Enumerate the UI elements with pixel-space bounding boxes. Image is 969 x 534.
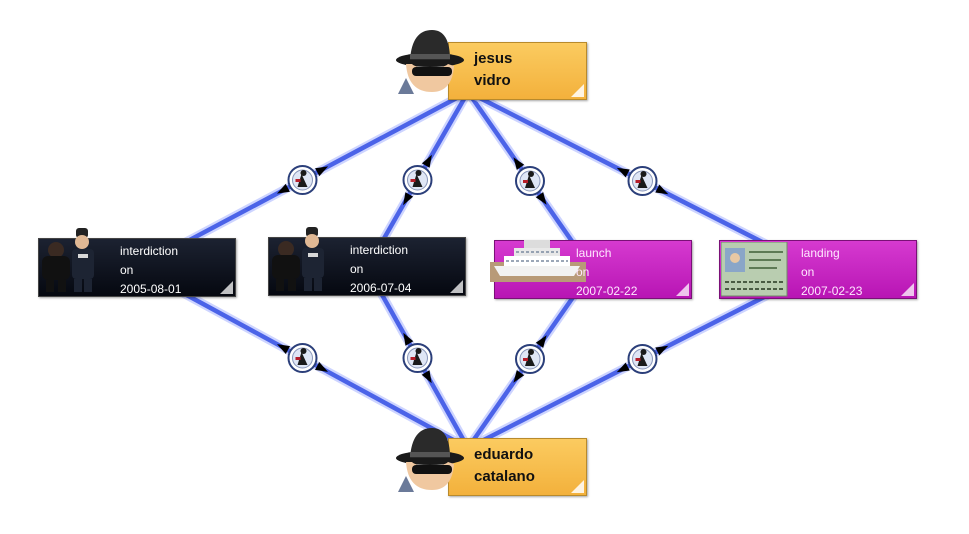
edge-arrow-icon xyxy=(276,183,290,194)
edge-arrow-icon xyxy=(535,335,547,348)
link-badge-icon[interactable] xyxy=(515,344,545,374)
link-badge-icon[interactable] xyxy=(287,165,318,195)
event-preposition: on xyxy=(576,265,590,279)
resize-corner-icon[interactable] xyxy=(450,280,463,293)
event-date: 2007-02-22 xyxy=(576,284,638,298)
edge-arrow-icon xyxy=(403,192,414,206)
person-card xyxy=(448,438,587,496)
node-jesus-vidro[interactable]: jesus vidro xyxy=(388,30,588,112)
event-card xyxy=(38,238,236,297)
edge-arrow-icon xyxy=(315,362,328,372)
event-label: landing on 2007-02-23 xyxy=(801,244,862,301)
resize-corner-icon[interactable] xyxy=(901,283,914,296)
event-date: 2007-02-23 xyxy=(801,284,863,298)
person-last-name: vidro xyxy=(474,72,511,89)
node-event-landing-2007[interactable]: landing on 2007-02-23 xyxy=(719,240,917,302)
spy-icon xyxy=(396,428,464,492)
link-badge-icon[interactable] xyxy=(515,166,545,196)
edge-arrow-icon xyxy=(315,166,329,177)
edge-arrow-icon xyxy=(403,332,414,346)
edge-arrow-icon xyxy=(655,184,669,195)
spy-icon xyxy=(396,30,464,94)
event-preposition: on xyxy=(120,263,134,277)
node-event-launch-2007[interactable]: launch on 2007-02-22 xyxy=(490,240,692,302)
link-badge-icon[interactable] xyxy=(627,166,658,196)
event-preposition: on xyxy=(350,262,364,276)
event-label: interdiction on 2006-07-04 xyxy=(350,241,411,298)
edge-arrow-icon xyxy=(535,192,547,205)
link-badge-icon[interactable] xyxy=(627,344,658,374)
person-label: jesus vidro xyxy=(474,48,512,92)
edge-arrow-icon xyxy=(421,370,432,384)
police-arrest-icon xyxy=(272,227,324,291)
link-badge-icon[interactable] xyxy=(402,343,433,373)
resize-corner-icon[interactable] xyxy=(571,480,584,493)
edge-arrow-icon xyxy=(616,362,630,373)
event-label: interdiction on 2005-08-01 xyxy=(120,242,181,299)
resize-corner-icon[interactable] xyxy=(571,84,584,97)
node-event-interdiction-2006[interactable]: interdiction on 2006-07-04 xyxy=(268,227,466,299)
passport-visa-icon xyxy=(721,242,788,297)
event-type: interdiction xyxy=(350,243,409,257)
person-card xyxy=(448,42,587,100)
event-type: launch xyxy=(576,246,612,260)
event-type: landing xyxy=(801,246,840,260)
event-card xyxy=(268,237,466,296)
edge-arrow-icon xyxy=(277,344,290,354)
link-badge-icon[interactable] xyxy=(402,165,433,195)
resize-corner-icon[interactable] xyxy=(220,281,233,294)
person-last-name: catalano xyxy=(474,468,535,485)
person-first-name: eduardo xyxy=(474,446,534,463)
edge-arrow-icon xyxy=(655,345,669,356)
person-label: eduardo catalano xyxy=(474,444,535,488)
cruise-ship-icon xyxy=(490,240,586,282)
edge-arrow-icon xyxy=(616,167,630,178)
event-type: interdiction xyxy=(120,244,179,258)
edge-arrow-icon xyxy=(513,370,525,383)
resize-corner-icon[interactable] xyxy=(676,283,689,296)
node-eduardo-catalano[interactable]: eduardo catalano xyxy=(388,428,588,508)
event-label: launch on 2007-02-22 xyxy=(576,244,637,301)
edge-arrow-icon xyxy=(421,154,432,168)
event-preposition: on xyxy=(801,265,815,279)
event-date: 2005-08-01 xyxy=(120,282,182,296)
link-badge-icon[interactable] xyxy=(287,343,318,373)
police-arrest-icon xyxy=(42,228,94,292)
person-first-name: jesus xyxy=(474,50,513,67)
event-date: 2006-07-04 xyxy=(350,281,412,295)
edge-arrow-icon xyxy=(513,157,525,170)
node-event-interdiction-2005[interactable]: interdiction on 2005-08-01 xyxy=(38,228,236,300)
